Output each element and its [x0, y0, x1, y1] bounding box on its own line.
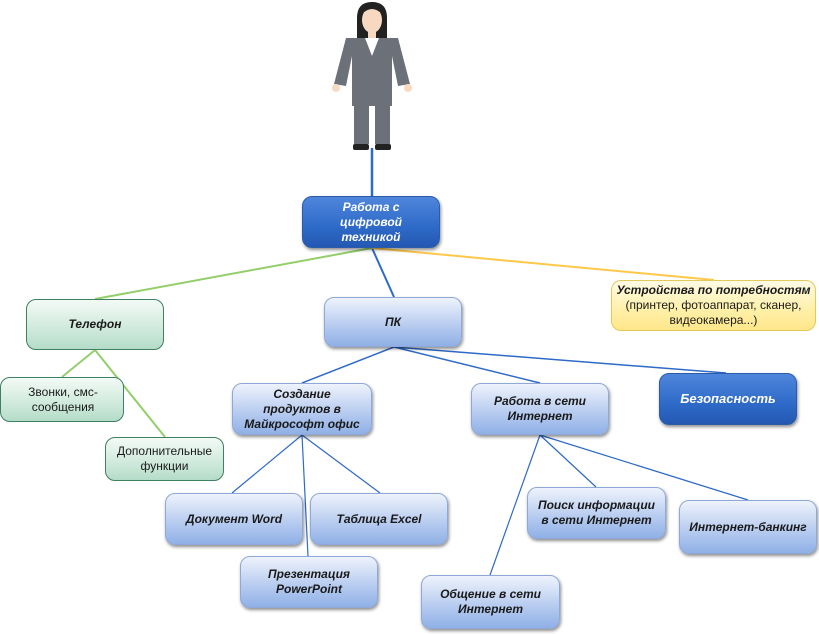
- node-banking[interactable]: Интернет-банкинг: [679, 500, 817, 554]
- node-calls[interactable]: Звонки, смс-сообщения: [0, 377, 124, 422]
- node-phone[interactable]: Телефон: [26, 299, 164, 350]
- node-communication[interactable]: Общение в сети Интернет: [421, 575, 560, 629]
- node-calls-label: Звонки, смс-сообщения: [28, 384, 98, 414]
- node-pc-label: ПК: [384, 314, 401, 329]
- node-internet[interactable]: Работа в сети Интернет: [471, 383, 609, 435]
- node-extra-functions-label: Дополнительные функции: [117, 444, 212, 473]
- node-extra-functions[interactable]: Дополнительные функции: [105, 437, 224, 481]
- node-office[interactable]: Создание продуктов в Майкрософт офис: [232, 383, 372, 435]
- node-excel-label: Таблица Excel: [336, 511, 422, 526]
- node-devices-title: Устройства по потребностям: [616, 283, 811, 297]
- node-banking-label: Интернет-банкинг: [689, 519, 807, 534]
- node-security-label: Безопасность: [680, 390, 776, 406]
- node-devices-sub: (принтер, фотоаппарат, сканер, видеокаме…: [625, 298, 802, 327]
- node-powerpoint-label: Презентация PowerPoint: [267, 567, 350, 596]
- node-security[interactable]: Безопасность: [659, 373, 797, 425]
- node-root-label: Работа с цифровой техникой: [340, 199, 402, 244]
- node-powerpoint[interactable]: Презентация PowerPoint: [240, 556, 378, 608]
- node-office-label: Создание продуктов в Майкрософт офис: [244, 386, 360, 431]
- node-pc[interactable]: ПК: [324, 297, 462, 347]
- businesswoman-icon: [332, 2, 412, 150]
- node-root[interactable]: Работа с цифровой техникой: [302, 196, 440, 248]
- node-phone-label: Телефон: [68, 317, 122, 331]
- node-word[interactable]: Документ Word: [165, 493, 303, 545]
- node-internet-label: Работа в сети Интернет: [493, 394, 587, 423]
- node-devices[interactable]: Устройства по потребностям (принтер, фот…: [611, 280, 816, 331]
- node-excel[interactable]: Таблица Excel: [310, 493, 448, 545]
- node-word-label: Документ Word: [185, 511, 283, 526]
- node-communication-label: Общение в сети Интернет: [440, 587, 541, 616]
- node-search[interactable]: Поиск информации в сети Интернет: [527, 487, 666, 539]
- node-search-label: Поиск информации в сети Интернет: [537, 498, 656, 527]
